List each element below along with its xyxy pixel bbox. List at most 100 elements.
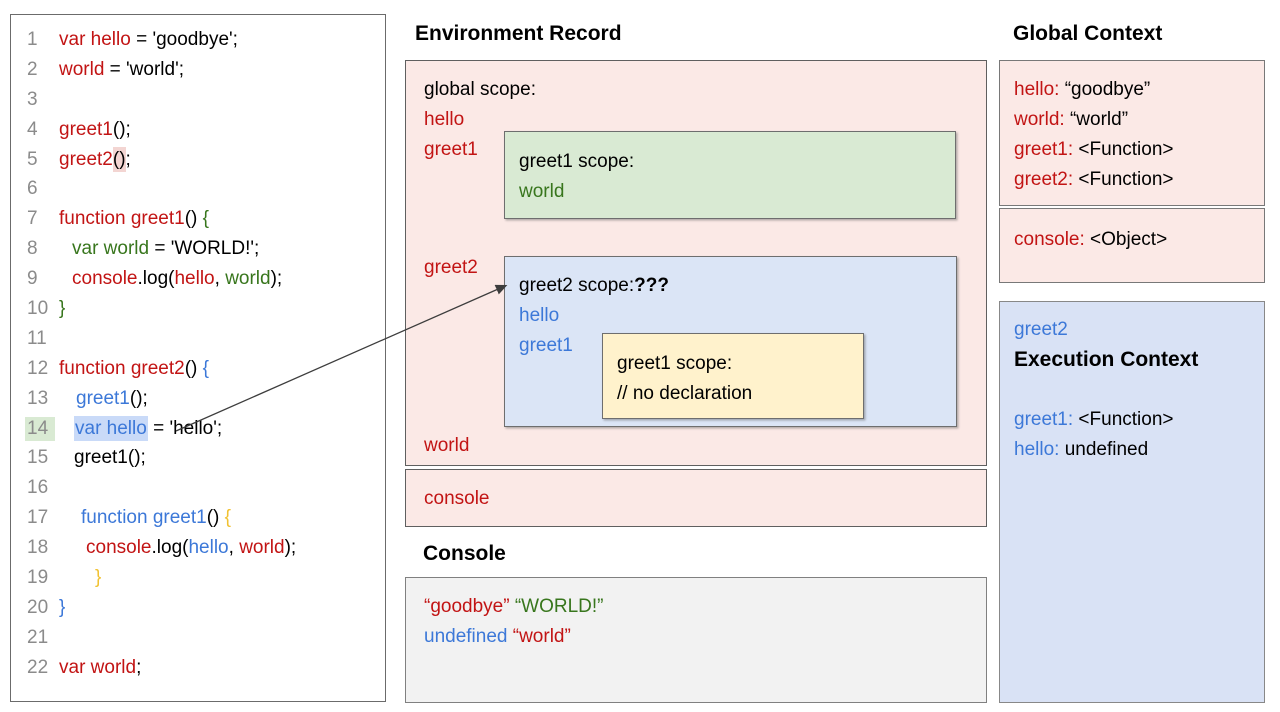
text-segment: “world” [1064,109,1129,130]
console-title: Console [423,542,506,565]
text-line: world [424,431,469,461]
global-scope-labels: global scope: hello greet1 [424,75,536,165]
text-segment: greet1: [1014,139,1074,160]
text-segment: world [519,181,565,202]
line-number: 1 [27,28,38,50]
world-row-label: world [424,431,469,461]
greet2-row-label: greet2 [424,253,478,283]
text-segment: greet1 [519,335,573,356]
code-line: 2 world = 'world'; [11,55,385,85]
code-text: greet1(); [55,447,146,469]
text-segment: ); [270,268,283,290]
line-number: 4 [27,118,38,140]
text-segment: “world” [512,626,571,647]
text-segment: hello: [1014,79,1060,100]
line-number: 2 [27,58,38,80]
text-segment: world [239,537,285,559]
spacer [1014,375,1198,405]
line-number: 10 [27,297,49,319]
line-number: 18 [27,537,49,559]
text-segment: } [59,297,66,319]
text-line: greet2: <Function> [1014,165,1174,195]
code-text: } [55,298,65,320]
text-segment: hello [424,109,465,130]
text-segment: hello: [1014,439,1060,460]
text-segment: { [202,208,209,230]
text-segment: function greet1 [59,208,185,230]
text-segment: .log( [151,537,189,559]
text-segment: ; [125,148,131,170]
text-line: greet2 [424,253,478,283]
text-line: // no declaration [617,379,752,409]
text-segment: greet2: [1014,169,1074,190]
console-row-box: console [405,469,987,527]
line-number: 8 [27,238,38,260]
text-segment: world: [1014,109,1065,130]
greet2-scope-labels: greet2 scope:??? hello greet1 [519,271,669,361]
code-text: world = 'world'; [55,59,184,81]
text-segment: var world [59,656,137,678]
code-line: 6 [11,174,385,204]
greet1-inner-scope-box: greet1 scope: // no declaration [602,333,864,419]
text-segment: greet2 scope: [519,275,635,296]
code-text: function greet1() { [55,507,231,529]
text-line: greet2 scope:??? [519,271,669,301]
text-segment: global scope: [424,79,536,100]
text-segment: “goodbye” [1059,79,1151,100]
text-segment: } [59,596,66,618]
console-output-box: “goodbye” “WORLD!”undefined “world” [405,577,987,703]
line-number: 13 [27,387,49,409]
text-segment: greet2 [59,148,113,170]
line-number: 5 [27,148,38,170]
text-line: undefined “world” [424,622,604,652]
text-line: global scope: [424,75,536,105]
greet1-inner-scope-labels: greet1 scope: // no declaration [617,349,752,409]
greet1-scope-labels: greet1 scope: world [519,147,634,207]
global-context-vars: hello: “goodbye”world: “world”greet1: <F… [1014,75,1174,195]
code-line: 16 [11,473,385,503]
code-line: 21 [11,623,385,653]
text-segment: function greet2 [59,357,185,379]
text-segment: hello [188,537,229,559]
text-segment: = 'goodbye'; [130,28,238,50]
code-text: console.log(hello, world); [55,537,296,559]
text-segment: () [184,357,203,379]
code-text: var world; [55,657,141,679]
text-line: greet1 [424,135,536,165]
code-text: greet2(); [55,146,131,172]
line-number: 19 [27,566,49,588]
text-segment: function greet1 [81,507,207,529]
global-scope-box: global scope: hello greet1 greet2 world gr… [405,60,987,466]
code-text: greet1(); [55,388,148,410]
text-line: world: “world” [1014,105,1174,135]
text-line: greet1 [519,331,669,361]
text-segment: hello [519,305,560,326]
code-text: } [55,567,101,589]
line-number: 14 [25,416,55,441]
text-segment: , [228,537,240,559]
code-text: console.log(hello, world); [55,268,282,290]
code-text: var hello = 'hello'; [55,415,222,441]
environment-record-title: Environment Record [415,22,622,45]
text-segment: greet1 [59,118,113,140]
text-segment: () [112,146,126,172]
text-segment: greet1 scope: [617,353,733,374]
line-number: 12 [27,357,49,379]
text-segment: “WORLD!” [514,596,604,617]
text-line: world [519,177,634,207]
text-line: hello [519,301,669,331]
text-segment: ; [136,656,142,678]
text-line: greet1 scope: [519,147,634,177]
text-segment: // no declaration [617,383,753,404]
text-segment: var world [72,238,150,260]
code-line: 13 greet1(); [11,384,385,414]
text-segment: greet1 [76,387,130,409]
text-line: console [424,484,490,514]
